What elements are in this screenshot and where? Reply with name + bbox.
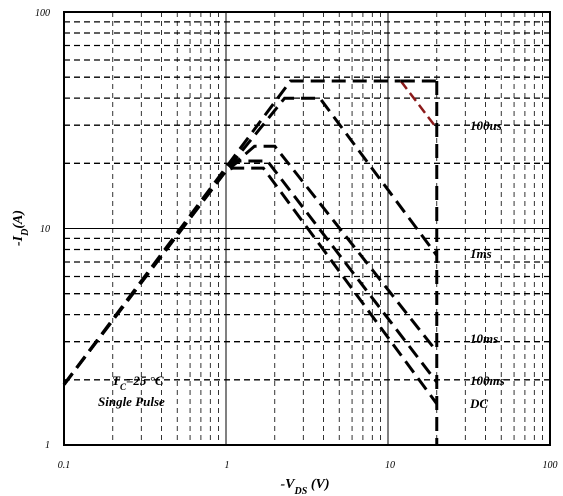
curve-dc (62, 166, 439, 405)
plot-frame (63, 11, 551, 446)
x-axis-title: -VDS (V) (281, 477, 330, 496)
y-tick-10: 10 (40, 224, 50, 235)
label-10ms: 10ms (470, 331, 498, 346)
x-tick-0.1: 0.1 (58, 460, 71, 471)
tick-labels: 0.1 1 10 100 1 10 100 (35, 8, 558, 471)
annotation-tc: TC=25 °C (112, 373, 164, 392)
y-tick-100: 100 (35, 8, 50, 19)
curve-100us (62, 79, 401, 386)
label-100us: 100us (470, 118, 502, 133)
y-tick-1: 1 (45, 440, 50, 451)
curve-100us-tail (399, 80, 438, 130)
label-1ms: 1ms (470, 246, 492, 261)
label-dc: DC (469, 396, 488, 411)
annotation-single-pulse: Single Pulse (98, 394, 165, 409)
y-axis-title: -ID(A) (11, 210, 31, 246)
x-tick-100: 100 (543, 460, 558, 471)
x-tick-1: 1 (225, 460, 230, 471)
label-100ms: 100ms (470, 373, 505, 388)
soa-curves (62, 79, 439, 445)
x-tick-10: 10 (385, 460, 395, 471)
